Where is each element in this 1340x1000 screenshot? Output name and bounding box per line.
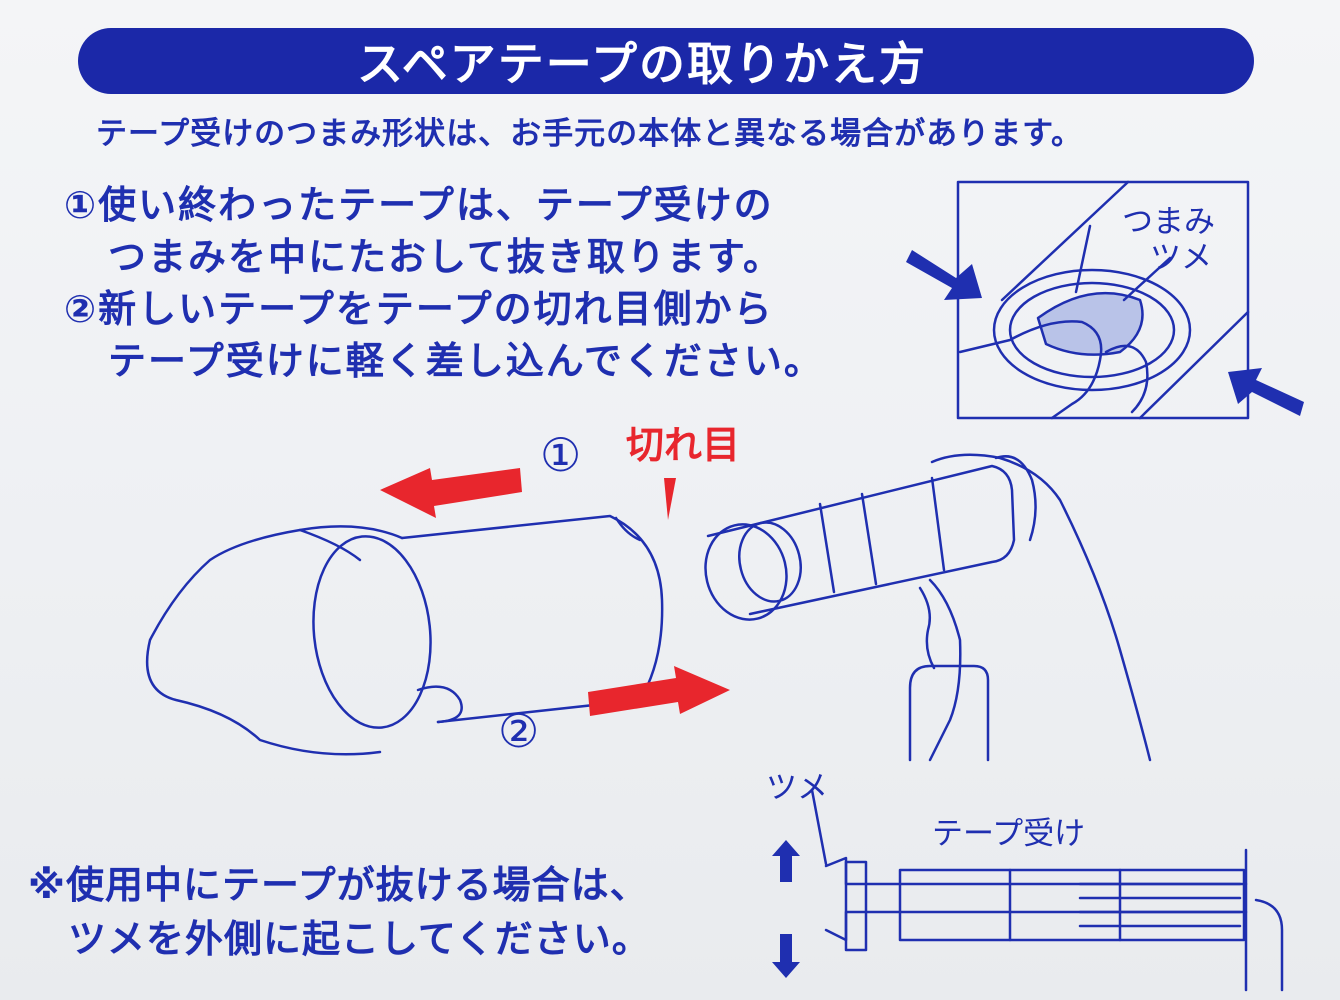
left-hand-tape (145, 514, 664, 756)
holder-rib (930, 476, 946, 572)
inset-thumb (1104, 344, 1149, 414)
red-arrow-left (380, 468, 522, 518)
holder-frame (898, 868, 1246, 942)
label-claw-inset: ツメ (1150, 240, 1212, 276)
cut-line (614, 516, 642, 542)
holder-ring-outer (992, 268, 1192, 392)
inset-wall-line (1138, 310, 1250, 420)
step-2-marker: ② (498, 704, 540, 758)
claw-leader (810, 788, 828, 866)
inset-frame (956, 180, 1250, 420)
inset-wall-line (1000, 180, 1130, 302)
stand-wire (908, 664, 990, 762)
holder-end-outer (704, 523, 788, 621)
holder-rib (860, 492, 878, 586)
arrow-down (772, 934, 800, 978)
inset-finger (958, 320, 1103, 420)
right-hand-back (930, 453, 1152, 762)
right-hand-holder (704, 453, 1152, 762)
step-1-line-1: ①使い終わったテープは、テープ受けの (64, 183, 774, 227)
right-palm (928, 578, 962, 762)
label-knob: つまみ (1122, 204, 1215, 240)
leader-knob (1074, 224, 1092, 294)
label-holder: テープ受け (932, 816, 1086, 852)
left-hand-outline (145, 525, 404, 756)
bottom-holder-diagram (810, 788, 1284, 992)
tape-roll-body (400, 514, 664, 724)
inset-arrow-right (1228, 368, 1304, 416)
holder-ring-inner (1008, 281, 1176, 379)
leader-claw (1122, 256, 1172, 302)
note-line-1: ※使用中にテープが抜ける場合は、 (28, 863, 649, 907)
holder-end-inner (738, 521, 802, 603)
step-2-line-2: テープ受けに軽く差し込んでください。 (108, 339, 824, 383)
label-claw-bottom: ツメ (766, 770, 828, 806)
claw-plate (844, 860, 868, 952)
note-line-2: ツメを外側に起こしてください。 (68, 917, 651, 961)
inset-diagram (956, 180, 1250, 420)
holder-tube (706, 464, 1016, 616)
stand-wire (1254, 898, 1284, 992)
inset-arrows (906, 250, 1304, 416)
page-title: スペアテープの取りかえ方 (356, 37, 928, 91)
red-arrows (380, 468, 730, 716)
title-banner: スペアテープの取りかえ方 (78, 28, 1254, 94)
holder-rib (818, 502, 836, 594)
right-thumb (994, 455, 1037, 542)
arrow-up (772, 840, 800, 882)
red-arrow-right (588, 666, 730, 716)
step-1-marker: ① (540, 428, 582, 482)
step-2-line-1: ②新しいテープをテープの切れ目側から (64, 287, 774, 331)
bottom-arrows (772, 840, 800, 978)
left-finger-line (298, 528, 362, 562)
subtitle: テープ受けのつまみ形状は、お手元の本体と異なる場合があります。 (96, 116, 1084, 152)
tape-roll-end (312, 535, 432, 729)
step-1-line-2: つまみを中にたおして抜き取ります。 (108, 235, 784, 279)
knob-shape (1036, 291, 1144, 356)
inset-arrow-left (906, 250, 982, 300)
cut-pointer (664, 478, 676, 520)
left-thumb (416, 685, 463, 724)
right-finger (918, 586, 936, 670)
cut-label: 切れ目 (626, 423, 741, 467)
